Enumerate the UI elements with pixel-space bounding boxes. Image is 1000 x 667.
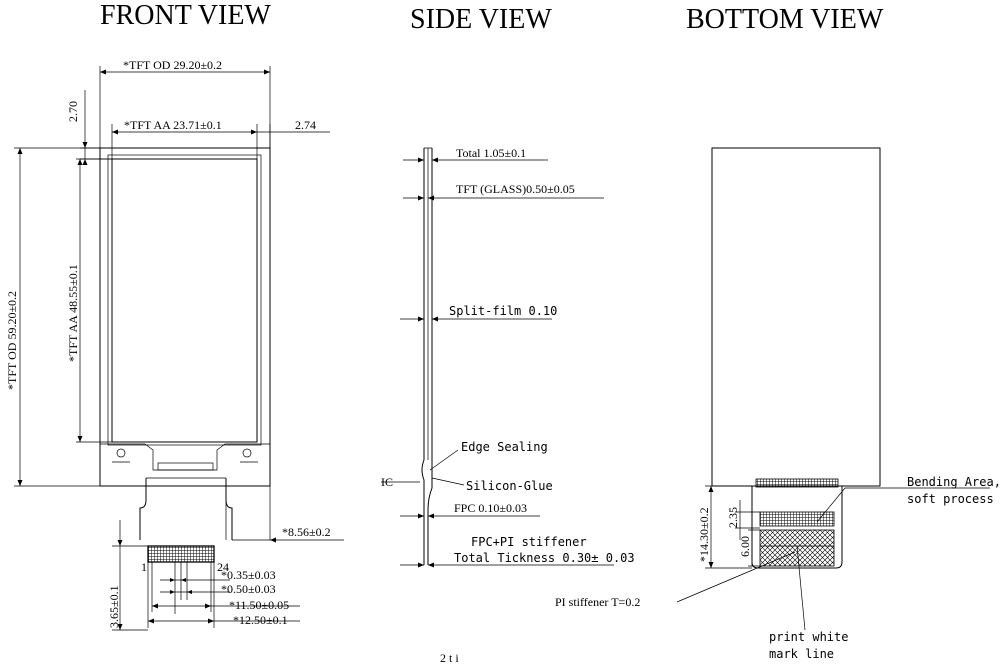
front-bottom-lip xyxy=(100,443,270,471)
span-ext xyxy=(147,562,215,628)
total-arrows xyxy=(418,157,438,163)
aa-height-ext xyxy=(76,158,112,443)
front-frame xyxy=(107,154,262,446)
side-glass-line xyxy=(424,147,432,460)
mount-hole-left xyxy=(116,448,126,458)
total-label: Total 1.05±0.1 xyxy=(456,146,526,160)
bottom-connector xyxy=(755,478,839,488)
fpc-width-label: *12.50±0.1 xyxy=(233,613,288,627)
pitch-arrows xyxy=(170,578,192,594)
stiffener-height-ext xyxy=(748,529,760,567)
pin-24-label: 24 xyxy=(217,560,229,574)
tft-od-width-label: *TFT OD 29.20±0.2 xyxy=(123,58,222,72)
stiffener-label-1: FPC+PI stiffener xyxy=(471,535,587,549)
split-film-arrows xyxy=(418,316,438,322)
side-view-title: SIDE VIEW xyxy=(410,4,552,35)
bending-leader xyxy=(816,487,990,523)
side-panel-body xyxy=(423,148,433,460)
tft-aa-height-label: *TFT AA 48.55±0.1 xyxy=(66,264,80,362)
fpc-label: FPC 0.10±0.03 xyxy=(454,501,527,515)
aa-width-ext xyxy=(111,124,258,159)
bending-area xyxy=(759,511,835,527)
pins-span-label: *11.50±0.05 xyxy=(229,598,289,612)
bending-label-1: Bending Area, xyxy=(907,475,1000,489)
fpc-length-dim xyxy=(225,486,344,541)
right-margin-label: 2.74 xyxy=(295,118,316,132)
print-label-1: print white xyxy=(769,630,848,644)
side-fpc xyxy=(421,459,433,565)
top-margin-label: 2.70 xyxy=(66,101,80,122)
pitch-width-label: *0.35±0.03 xyxy=(221,568,276,582)
split-film-label: Split-film 0.10 xyxy=(449,304,557,318)
fpc-tail xyxy=(139,478,233,540)
fpc-fingers xyxy=(147,545,215,563)
fpc-arrows xyxy=(418,513,434,519)
total-height-label: *14.30±0.2 xyxy=(697,507,711,562)
pi-stiffener-label: PI stiffener T=0.2 xyxy=(555,595,640,609)
bend-height-ext xyxy=(735,511,760,529)
span-arrows xyxy=(148,603,214,624)
print-label-2: mark line xyxy=(769,647,834,661)
edge-sealing-leader xyxy=(429,449,459,471)
silicon-glue-leader xyxy=(431,477,465,486)
mount-hole-right xyxy=(242,448,252,458)
ic-pad xyxy=(157,462,214,471)
finger-length-label: 3.65±0.1 xyxy=(107,585,121,628)
pitch-ext xyxy=(174,562,188,614)
finger-length-ext xyxy=(112,545,148,631)
top-margin-arrows xyxy=(82,142,88,165)
front-outline xyxy=(99,147,271,487)
od-width-ext xyxy=(99,66,271,148)
bottom-view-title: BOTTOM VIEW xyxy=(686,4,884,35)
bend-height-label: 2.35 xyxy=(726,507,740,528)
stiffener-height-label: 6.00 xyxy=(738,536,752,557)
silicon-glue-label: Silicon-Glue xyxy=(466,479,553,493)
glass-arrows xyxy=(418,195,434,201)
bottom-fragment: 2 t i xyxy=(440,651,459,662)
front-view: 1 24 *TFT OD 29.20±0.2 *TFT AA 23.71±0.1… xyxy=(5,58,459,665)
print-mark-leader xyxy=(796,545,806,631)
tft-od-height-label: *TFT OD 59.20±0.2 xyxy=(5,291,19,390)
bottom-view: Bending Area, soft process *14.30±0.2 2.… xyxy=(555,147,1000,661)
bending-label-2: soft process xyxy=(907,492,994,506)
tft-aa-width-label: *TFT AA 23.71±0.1 xyxy=(124,118,222,132)
edge-sealing-label: Edge Sealing xyxy=(461,440,548,454)
stiffener-label-2: Total Tickness 0.30± 0.03 xyxy=(454,551,635,565)
side-view: Total 1.05±0.1 TFT (GLASS)0.50±0.05 Spli… xyxy=(381,146,635,568)
top-margin-dim xyxy=(80,90,112,160)
active-area xyxy=(111,158,258,443)
od-height-ext xyxy=(14,147,100,487)
stiffener-arrows xyxy=(418,562,434,568)
pin-1-label: 1 xyxy=(141,560,147,574)
glass-label: TFT (GLASS)0.50±0.05 xyxy=(456,182,575,196)
front-view-title: FRONT VIEW xyxy=(100,0,271,31)
pi-stiffener-leader xyxy=(676,551,796,603)
pitch-label: *0.50±0.03 xyxy=(221,582,276,596)
fpc-length-arrow xyxy=(270,537,276,543)
bottom-outline xyxy=(711,147,881,487)
total-height-ext xyxy=(705,485,752,569)
span-dim-lines xyxy=(148,605,300,622)
fpc-length-label: *8.56±0.2 xyxy=(282,525,331,539)
